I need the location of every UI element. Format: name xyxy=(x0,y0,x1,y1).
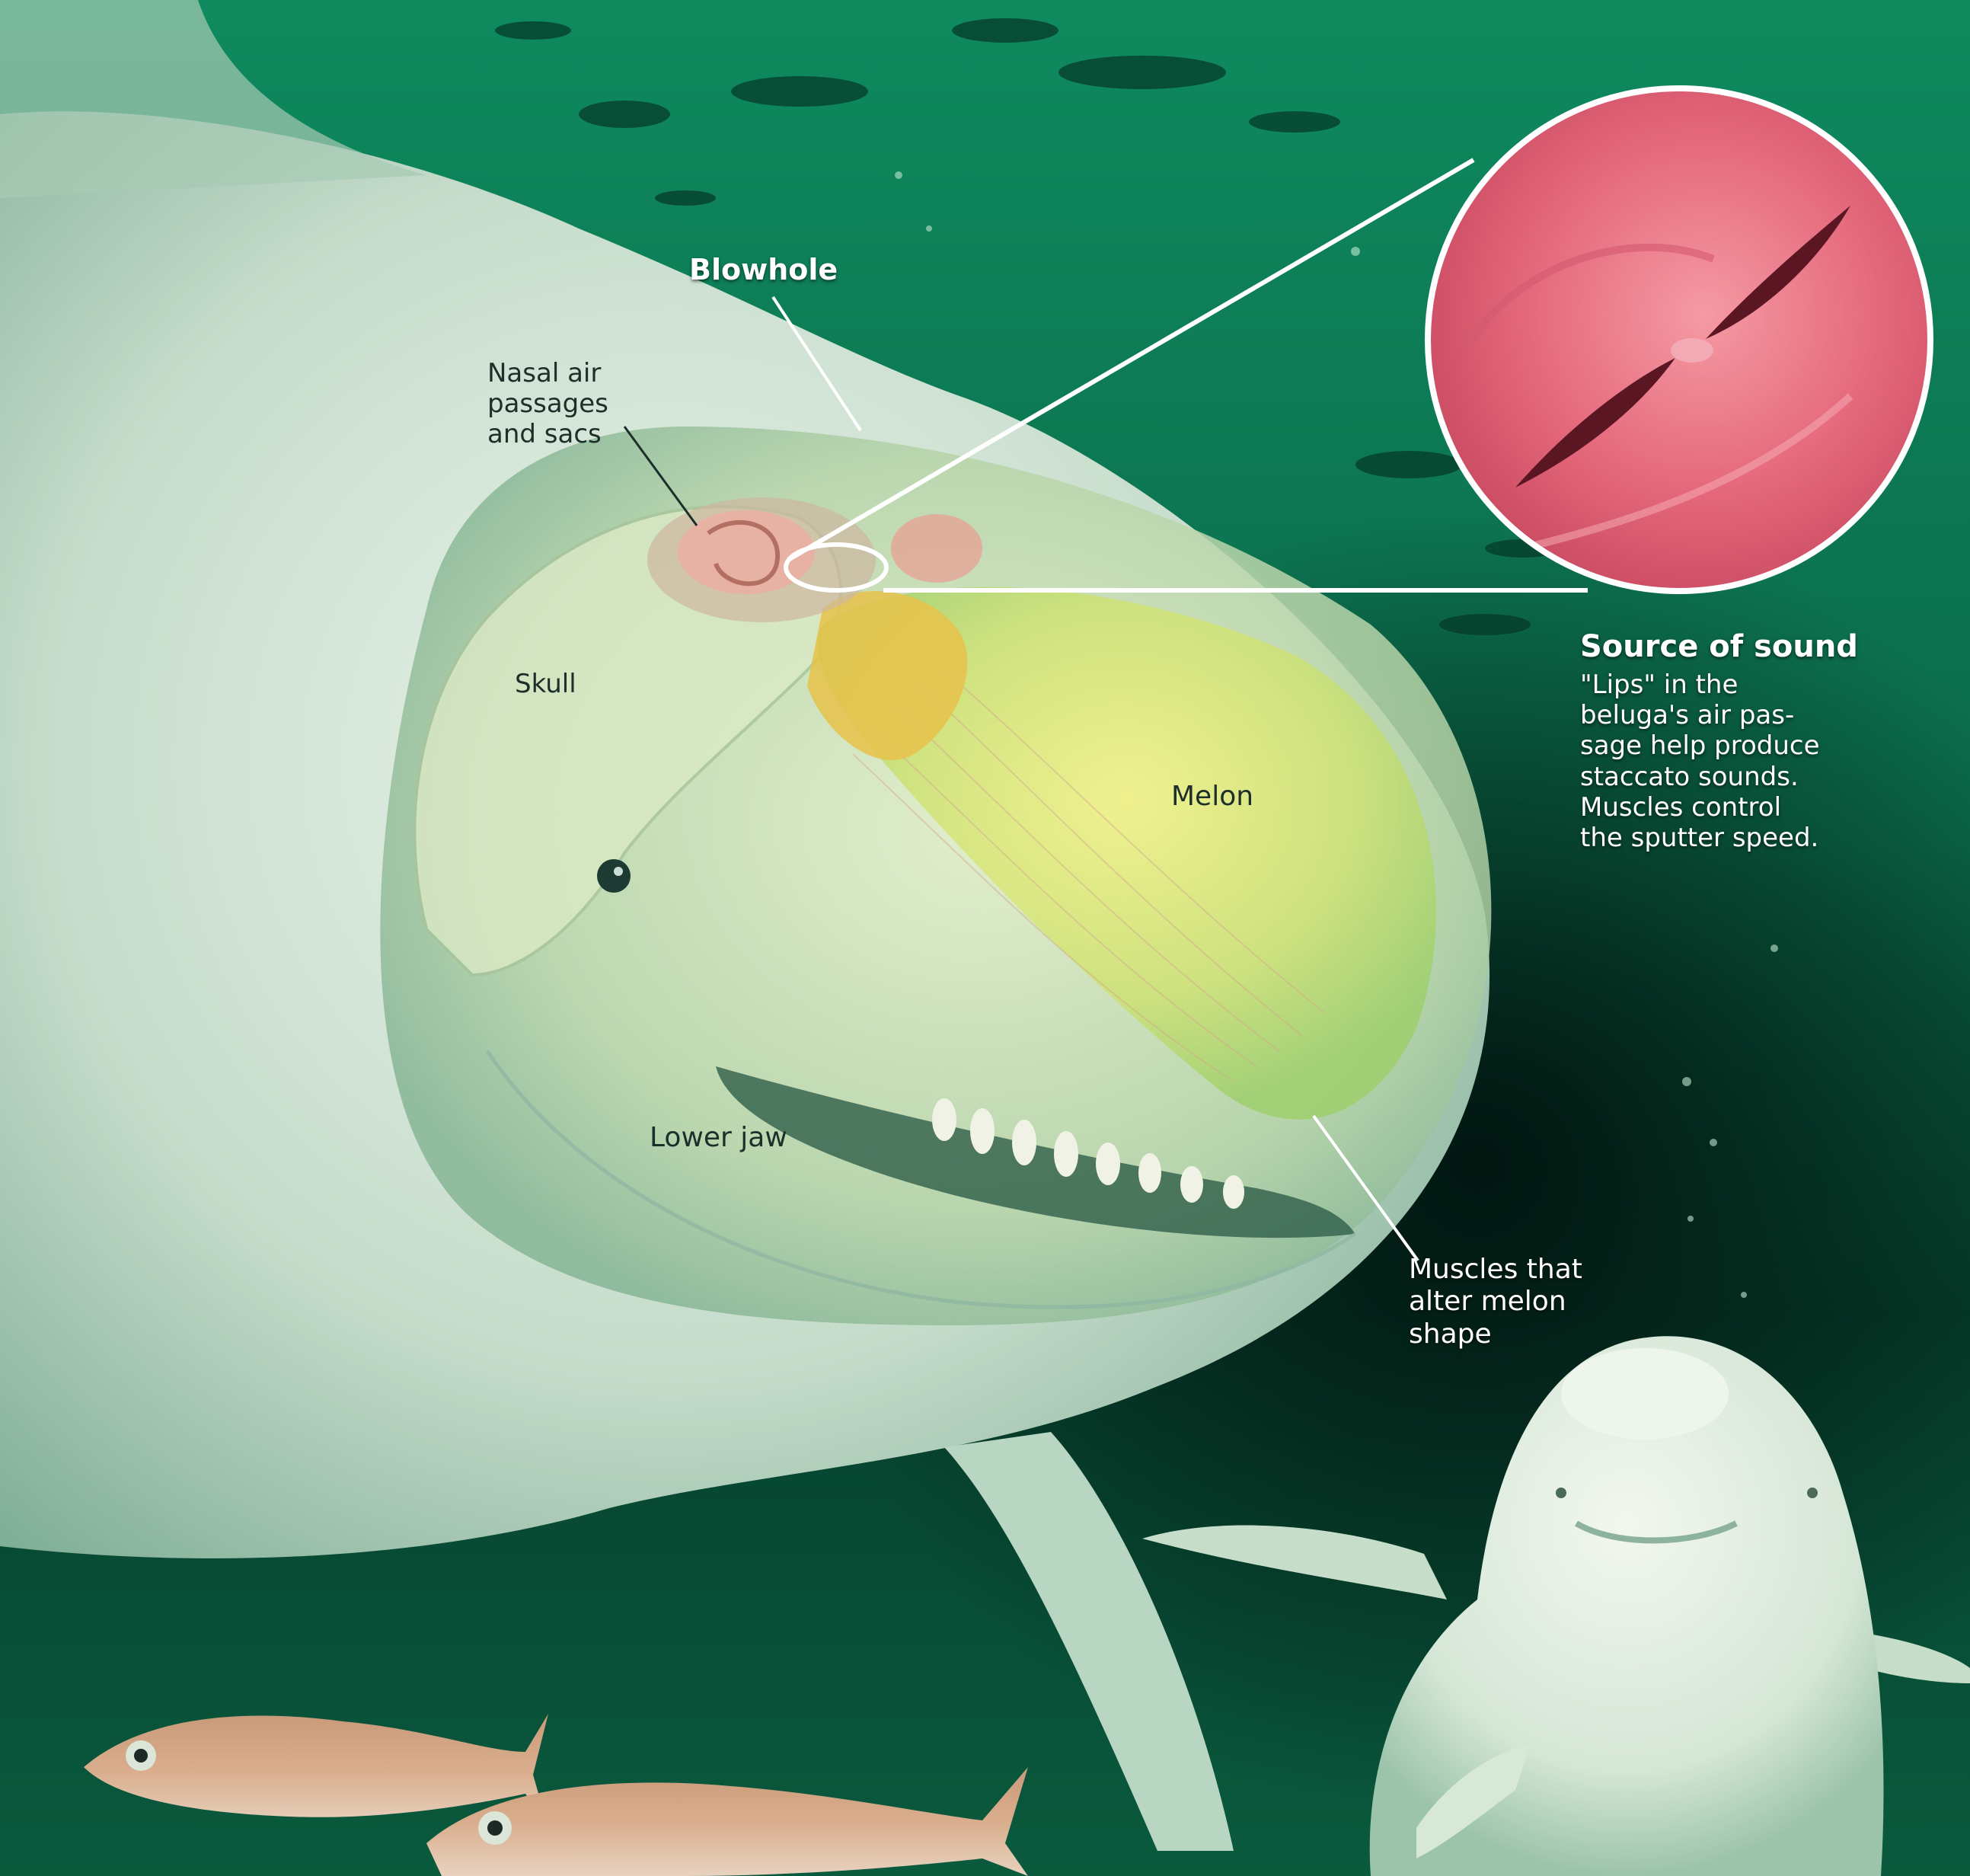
nasal-label-line-2: passages xyxy=(487,388,608,419)
nasal-label-line-1: Nasal air xyxy=(487,358,608,388)
melon-label: Melon xyxy=(1171,781,1253,813)
beluga-eye xyxy=(597,859,631,893)
nasal-air-passages-label: Nasal air passages and sacs xyxy=(487,358,608,449)
callout-body-line-5: Muscles control xyxy=(1580,792,1858,823)
muscles-label-line-2: alter melon xyxy=(1409,1286,1582,1318)
source-of-sound-callout: Source of sound "Lips" in the beluga's a… xyxy=(1580,629,1858,853)
blowhole-label: Blowhole xyxy=(689,253,838,287)
source-of-sound-inset xyxy=(1428,88,1930,591)
muscles-label: Muscles that alter melon shape xyxy=(1409,1254,1582,1350)
lower-jaw-label: Lower jaw xyxy=(650,1122,787,1154)
nasal-label-line-3: and sacs xyxy=(487,419,608,449)
callout-body-line-1: "Lips" in the xyxy=(1580,670,1858,700)
callout-body-line-4: staccato sounds. xyxy=(1580,762,1858,792)
callout-heading: Source of sound xyxy=(1580,629,1858,665)
callout-body-line-6: the sputter speed. xyxy=(1580,823,1858,853)
muscles-label-line-3: shape xyxy=(1409,1318,1582,1350)
callout-body-line-2: beluga's air pas- xyxy=(1580,700,1858,730)
skull-label: Skull xyxy=(515,669,576,699)
callout-body-line-3: sage help produce xyxy=(1580,730,1858,761)
muscles-label-line-1: Muscles that xyxy=(1409,1254,1582,1286)
